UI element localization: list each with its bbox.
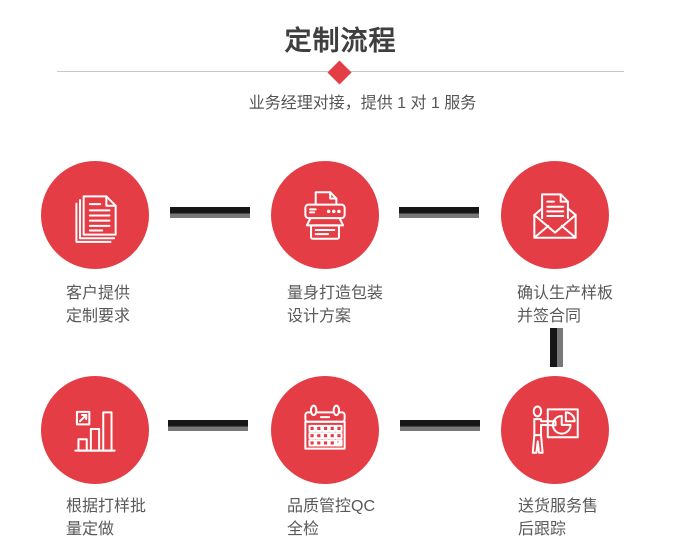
diamond-icon	[327, 60, 352, 85]
connector-bar	[170, 207, 250, 218]
step-label: 客户提供 定制要求	[66, 282, 130, 328]
step-label: 根据打样批 量定做	[66, 495, 146, 541]
presentation-icon	[524, 399, 586, 461]
step-label-line: 量身打造包装	[287, 285, 384, 302]
step-label: 量身打造包装 设计方案	[287, 282, 383, 328]
bar-chart-icon	[64, 399, 126, 461]
connector-bar-vertical	[550, 328, 563, 367]
step-circle-sample-contract	[501, 161, 609, 269]
step-label-line: 客户提供	[66, 285, 131, 302]
step-label: 确认生产样板 并签合同	[517, 282, 613, 328]
envelope-icon	[524, 184, 586, 246]
step-circle-packaging-design	[271, 161, 379, 269]
step-label-line: 设计方案	[287, 308, 352, 325]
step-label: 品质管控QC 全检	[287, 495, 375, 541]
step-label-line: 全检	[287, 521, 320, 538]
connector-bar	[168, 420, 248, 431]
step-label: 送货服务售 后跟踪	[518, 495, 598, 541]
step-circle-quality-control	[271, 376, 379, 484]
step-label-line: 品质管控QC	[287, 498, 376, 515]
page-title: 定制流程	[284, 26, 397, 56]
step-label-line: 确认生产样板	[517, 285, 614, 302]
step-label-line: 根据打样批	[66, 498, 147, 515]
step-circle-batch-production	[41, 376, 149, 484]
step-label-line: 量定做	[66, 521, 115, 538]
step-circle-customer-requirements	[41, 161, 149, 269]
page-subtitle: 业务经理对接，提供 1 对 1 服务	[248, 95, 477, 112]
step-circle-delivery-aftersales	[501, 376, 609, 484]
step-label-line: 送货服务售	[518, 498, 599, 515]
step-label-line: 定制要求	[66, 308, 131, 325]
documents-icon	[64, 184, 126, 246]
printer-icon	[294, 184, 356, 246]
connector-bar	[399, 207, 479, 218]
step-label-line: 并签合同	[517, 308, 582, 325]
calendar-icon	[294, 399, 356, 461]
connector-bar	[400, 420, 480, 431]
step-label-line: 后跟踪	[518, 521, 567, 538]
